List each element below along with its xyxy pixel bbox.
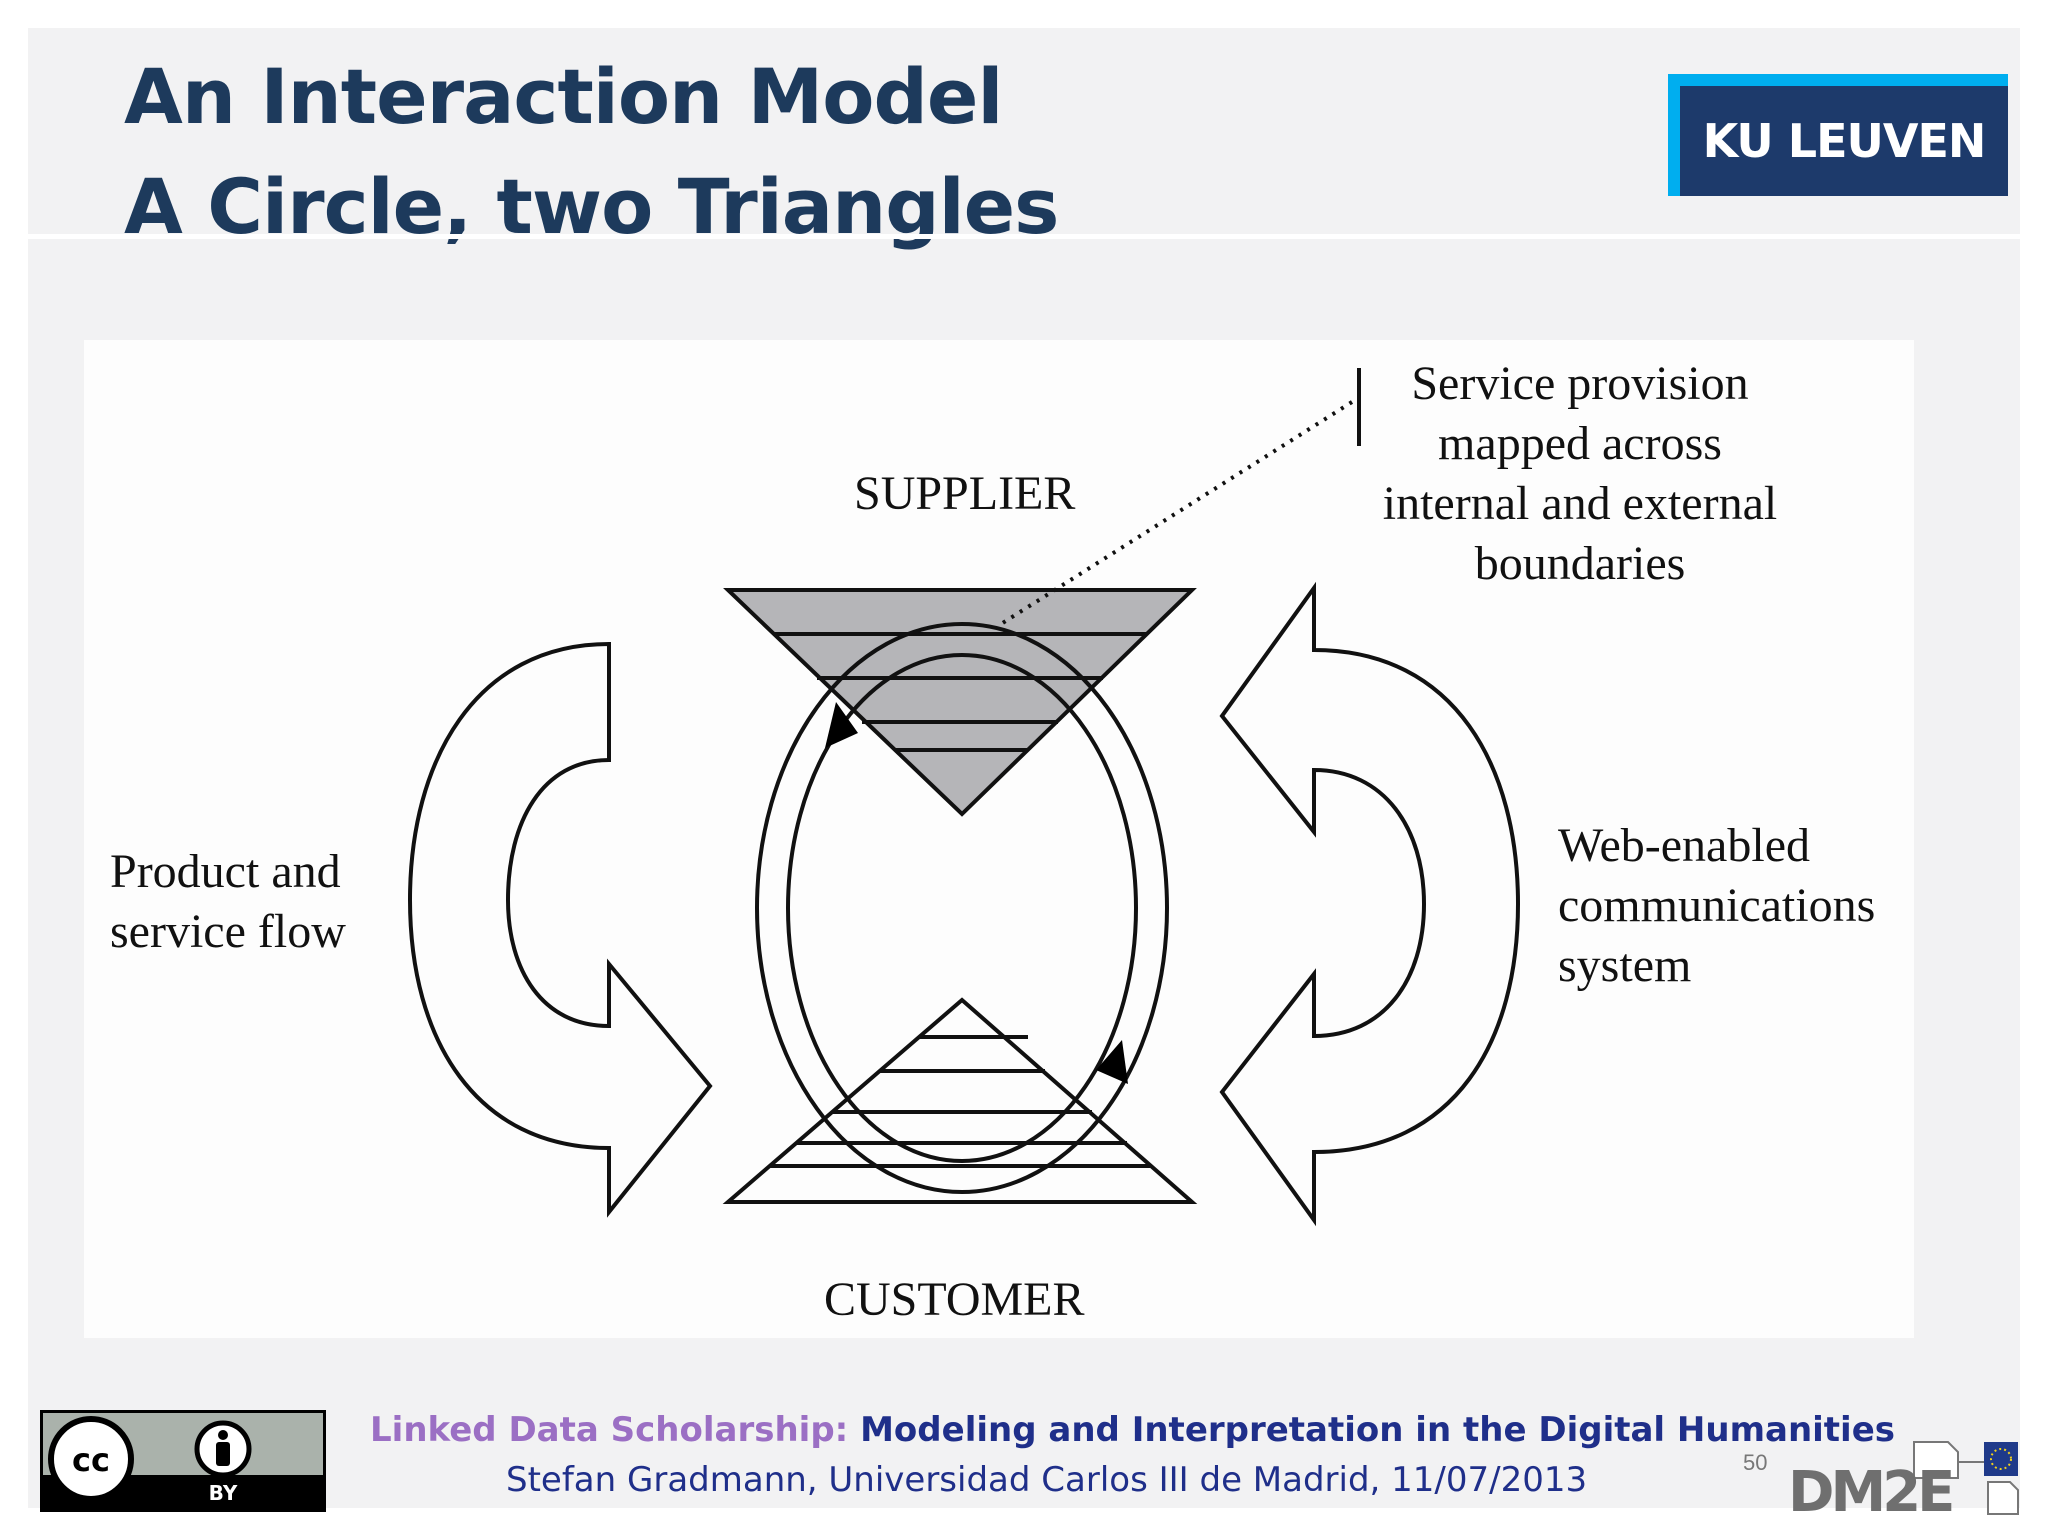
dm2e-logo: DM2E — [1788, 1440, 2020, 1525]
web-communications-line-2: communications — [1558, 879, 1876, 932]
ku-leuven-logo: KU LEUVEN — [1668, 74, 2008, 196]
page-number: 50 — [1743, 1450, 1768, 1475]
web-communications-line-1: Web-enabled — [1558, 819, 1810, 872]
slide-title-line-1: An Interaction Model — [124, 52, 1003, 141]
dm2e-logo-text: DM2E — [1788, 1460, 1955, 1525]
service-provision-label: Service provision mapped across internal… — [1370, 354, 1790, 594]
diagram-svg — [407, 368, 1521, 1227]
right-flow-arrow-icon — [1219, 581, 1521, 1227]
service-provision-line-4: boundaries — [1474, 537, 1686, 590]
footer-series-prefix: Linked Data Scholarship: — [370, 1410, 849, 1450]
service-provision-line-2: mapped across — [1438, 417, 1722, 470]
service-provision-line-1: Service provision — [1411, 357, 1749, 410]
product-service-flow-label: Product and service flow — [110, 842, 346, 962]
product-service-flow-line-1: Product and — [110, 845, 341, 898]
cc-by-license-badge: cc BY — [40, 1410, 326, 1512]
product-service-flow-line-2: service flow — [110, 905, 346, 958]
left-flow-arrow-icon — [407, 641, 713, 1218]
cc-badge-svg: cc — [43, 1416, 323, 1509]
customer-triangle — [722, 997, 1198, 1204]
svg-text:cc: cc — [72, 1441, 110, 1479]
inner-cycle-ellipse — [786, 653, 1138, 1163]
cycle-arrow-lower-icon — [1096, 1040, 1128, 1084]
service-provision-line-3: internal and external — [1382, 477, 1778, 530]
eu-flag-icon — [1984, 1442, 2018, 1476]
supplier-triangle — [723, 588, 1197, 817]
supplier-label: SUPPLIER — [854, 467, 1076, 520]
web-communications-label: Web-enabled communications system — [1558, 816, 1875, 996]
cycle-arrow-upper-icon — [825, 702, 858, 748]
outer-cycle-ellipse — [755, 622, 1169, 1194]
dm2e-logo-graphic — [1913, 1441, 2019, 1515]
web-communications-line-3: system — [1558, 939, 1692, 992]
footer-series-title: Modeling and Interpretation in the Digit… — [848, 1410, 1896, 1450]
interaction-model-diagram: SUPPLIER CUSTOMER Product and service fl… — [84, 340, 1914, 1338]
customer-label: CUSTOMER — [824, 1273, 1085, 1326]
cc-icon — [48, 1416, 134, 1502]
ku-leuven-logo-text: KU LEUVEN — [1680, 86, 2008, 196]
cc-by-text: BY — [208, 1481, 238, 1505]
footer-series-line: Linked Data Scholarship: Modeling and In… — [370, 1410, 1895, 1450]
title-divider — [28, 234, 2020, 239]
footer-author-line: Stefan Gradmann, Universidad Carlos III … — [506, 1460, 1588, 1500]
